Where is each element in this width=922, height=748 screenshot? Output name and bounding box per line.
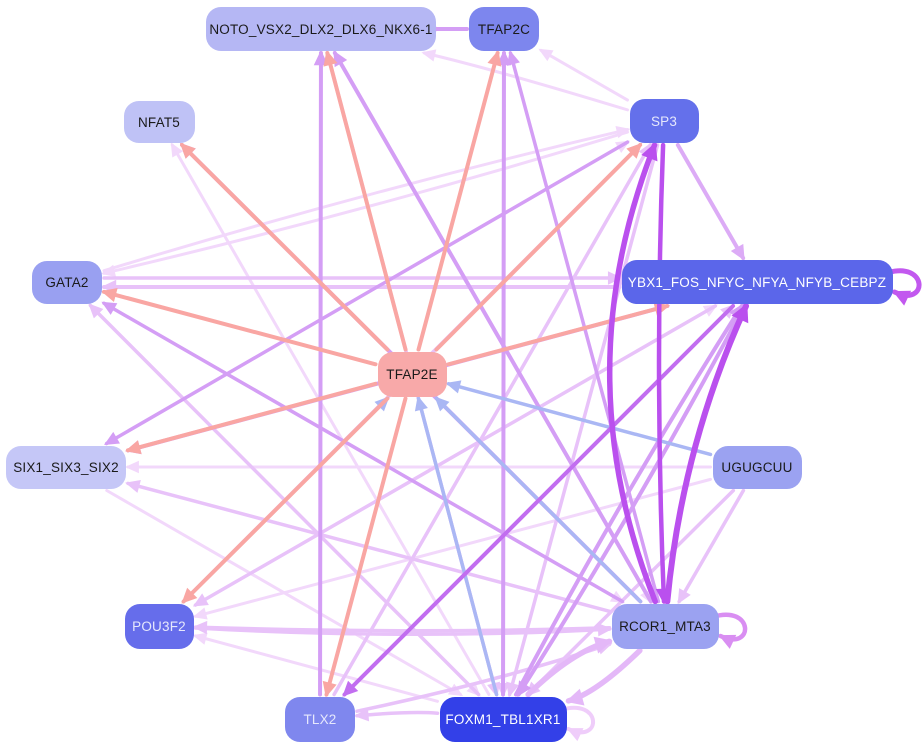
edge-ugugcuu-pou3f2-arrowhead [192,607,208,620]
edge-rcor1-noto [332,51,653,604]
edge-foxm1-tfap2c [501,51,506,697]
edge-tfap2e-pou3f2-arrowhead [181,587,198,604]
edge-tfap2e-tfap2c [416,51,500,352]
node-label: POU3F2 [132,618,186,634]
edge-foxm1-tlx2 [355,710,440,718]
edge-foxm1-gata2-arrowhead [88,303,104,319]
node-label: SP3 [650,113,678,129]
edge-rcor1-pou3f2 [193,625,612,633]
edge-sp3-six1-arrowhead [104,431,120,446]
edge-sp3-six1 [104,140,630,446]
edge-tfap2e-tlx2-arrowhead [322,680,337,698]
edge-tfap2e-sp3-arrowhead [626,142,643,159]
node-noto[interactable]: NOTO_VSX2_DLX2_DLX6_NKX6-1 [206,7,436,51]
edge-tfap2e-nfat5-arrowhead [179,142,196,159]
node-label: SIX1_SIX3_SIX2 [13,459,119,475]
node-label: UGUGCUU [721,459,793,475]
edge-foxm1-rcor1-arrowhead [593,636,613,654]
edge-ybx1-pou3f2 [193,304,718,607]
edge-tfap2e-tlx2 [324,396,408,697]
edge-sp3-foxm1-arrowhead [506,681,520,698]
edge-tfap2e-gata2-arrowhead [101,288,118,302]
node-six1[interactable]: SIX1_SIX3_SIX2 [6,445,126,489]
node-pou3f2[interactable]: POU3F2 [124,603,194,649]
edge-ybx1-tlx2-arrowhead [342,680,359,697]
edge-rcor1-gata2 [102,301,625,604]
edge-ybx1-pou3f2-arrowhead [192,593,209,607]
edge-foxm1-foxm1-arrowhead [566,728,584,742]
node-ybx1[interactable]: YBX1_FOS_NFYC_NFYA_NFYB_CEBPZ [621,260,893,304]
edge-ugugcuu-pou3f2 [194,477,712,618]
edge-tfap2e-six1-arrowhead [125,440,142,455]
edge-ugugcuu-rcor1-arrowhead [677,588,691,605]
edge-ybx1-tlx2 [342,304,735,697]
edge-sp3-ybx1 [675,143,746,260]
edge-rcor1-pou3f2-arrowhead [192,620,208,635]
edge-rcor1-six1-arrowhead [125,479,141,493]
edge-ugugcuu-six1-arrowhead [125,460,139,474]
node-label: TFAP2E [386,366,438,382]
edge-sp3-ybx1-arrowhead [730,243,745,261]
edge-foxm1-tfap2e [416,396,499,697]
node-label: RCOR1_MTA3 [619,618,711,634]
node-label: NOTO_VSX2_DLX2_DLX6_NKX6-1 [209,21,433,37]
edge-foxm1-nfat5 [170,143,491,696]
edge-tfap2e-gata2 [102,289,378,367]
edge-rcor1-foxm1-arrowhead [565,688,585,706]
node-tlx2[interactable]: TLX2 [285,696,355,742]
node-label: NFAT5 [137,114,180,130]
edge-rcor1-sp3-arrowhead [641,142,658,162]
edge-foxm1-nfat5-arrowhead [170,142,184,158]
edge-ybx1-foxm1 [516,304,747,697]
node-tfap2e[interactable]: TFAP2E [377,351,447,397]
edge-tfap2e-sp3 [434,143,643,352]
edge-sp3-rcor1 [656,142,667,604]
edge-ybx1-ybx1-arrowhead [892,290,912,306]
edge-rcor1-ybx1 [664,303,750,605]
edge-sp3-noto-arrowhead [421,49,437,62]
edge-rcor1-sp3 [606,142,658,605]
edge-tlx2-sp3 [332,143,652,697]
edge-tfap2e-ybx1 [446,304,669,367]
edge-ugugcuu-tfap2e [446,382,713,457]
node-ugugcuu[interactable]: UGUGCUU [712,445,802,489]
edge-foxm1-pou3f2-arrowhead [192,632,208,645]
edge-sp3-tfap2c-arrowhead [538,48,554,62]
edge-rcor1-tfap2e-arrowhead [434,396,450,412]
edge-tfap2e-tfap2c-arrowhead [487,50,502,67]
edge-rcor1-tfap2c-arrowhead [507,50,520,66]
edge-tfap2e-noto-arrowhead [323,50,338,67]
edge-tfap2e-pou3f2 [181,396,390,604]
node-tfap2c[interactable]: TFAP2C [469,7,539,51]
edge-ugugcuu-rcor1 [677,488,746,604]
edge-tfap2e-six1 [126,381,378,453]
edge-rcor1-gata2-arrowhead [101,301,118,315]
edge-rcor1-rcor1-arrowhead [718,634,737,649]
node-label: YBX1_FOS_NFYC_NFYA_NFYB_CEBPZ [627,274,887,290]
edge-tfap2e-nfat5 [180,143,390,352]
node-foxm1[interactable]: FOXM1_TBL1XR1 [439,696,567,742]
edge-ugugcuu-tfap2e-arrowhead [445,380,462,394]
edge-foxm1-tfap2e-arrowhead [414,395,428,412]
node-label: TFAP2C [477,21,531,37]
node-sp3[interactable]: SP3 [629,99,699,143]
node-nfat5[interactable]: NFAT5 [123,101,195,143]
node-label: FOXM1_TBL1XR1 [445,711,561,727]
node-rcor1[interactable]: RCOR1_MTA3 [611,603,719,649]
node-label: GATA2 [45,274,89,290]
edge-sp3-tfap2c [539,48,629,102]
edge-rcor1-ybx1-arrowhead [731,303,749,324]
edge-sp3-noto [422,51,629,112]
edge-foxm1-tlx2-arrowhead [354,708,370,722]
edge-tlx2-noto [318,51,323,697]
edge-foxm1-pou3f2 [194,634,439,703]
edge-tfap2e-noto [325,51,408,352]
node-gata2[interactable]: GATA2 [32,260,102,304]
node-label: TLX2 [303,711,337,727]
edge-gata2-sp3-arrowhead [615,126,631,139]
